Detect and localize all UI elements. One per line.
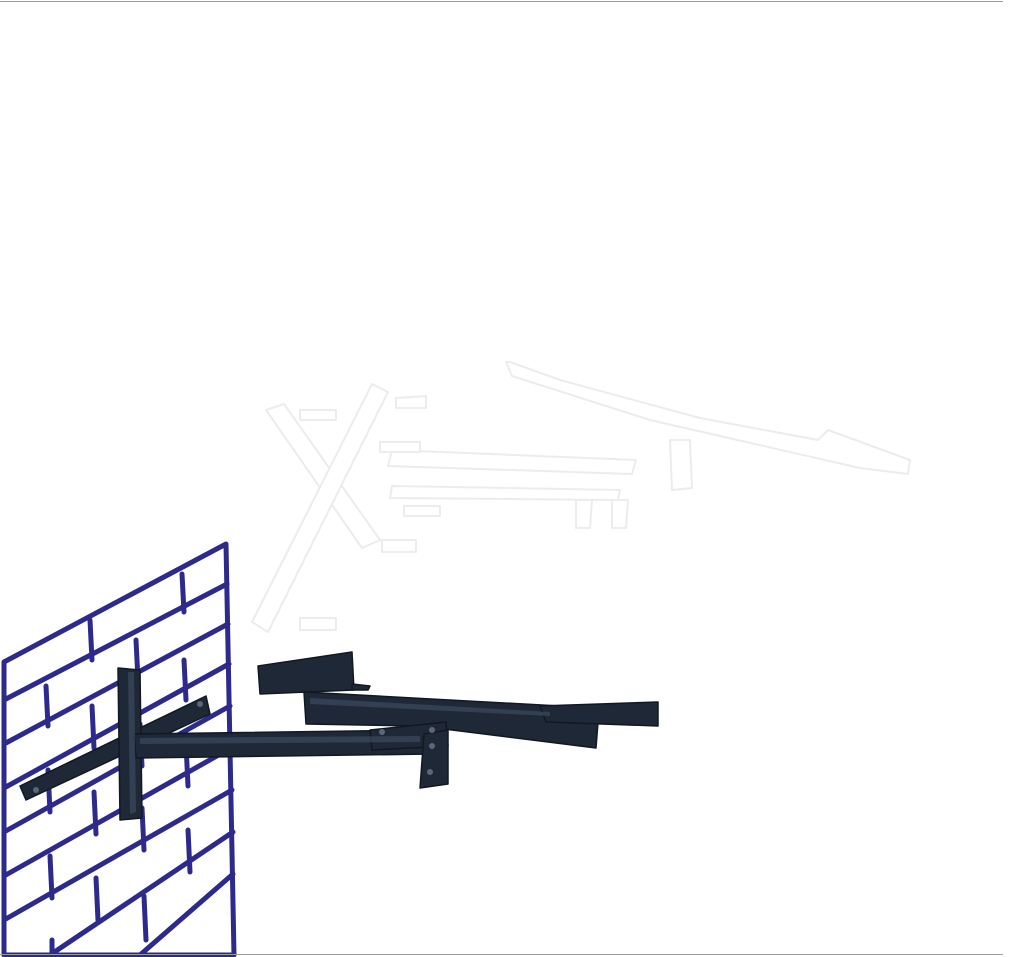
top-rule	[0, 1, 1003, 2]
brick-wall-illustration	[1, 541, 237, 957]
folded-bracket-ghost	[251, 361, 911, 633]
bottom-rule	[0, 954, 1003, 955]
wall-bracket	[19, 651, 659, 821]
bolt-holes	[33, 701, 435, 793]
bracket-highlights	[128, 672, 550, 814]
